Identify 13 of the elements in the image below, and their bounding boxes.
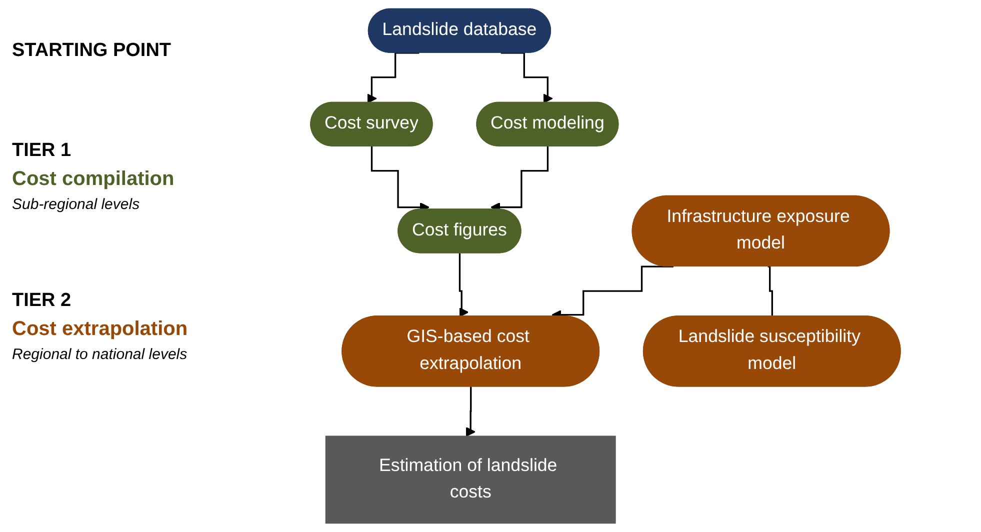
arrow bbox=[367, 52, 420, 104]
tier-title: Cost extrapolation bbox=[12, 318, 188, 341]
tier-subtitle: Sub-regional levels bbox=[12, 196, 140, 213]
section-heading: TIER 2 bbox=[12, 290, 72, 312]
node-box: Estimation of landslide costs bbox=[325, 436, 616, 524]
arrow bbox=[466, 386, 476, 437]
arrow bbox=[500, 52, 553, 104]
tier-subtitle: Regional to national levels bbox=[12, 346, 188, 363]
tier-title: Cost compilation bbox=[12, 168, 174, 191]
section-heading: STARTING POINT bbox=[12, 40, 172, 62]
connector bbox=[768, 266, 774, 318]
section-heading: TIER 1 bbox=[12, 140, 72, 162]
arrow bbox=[458, 252, 469, 318]
